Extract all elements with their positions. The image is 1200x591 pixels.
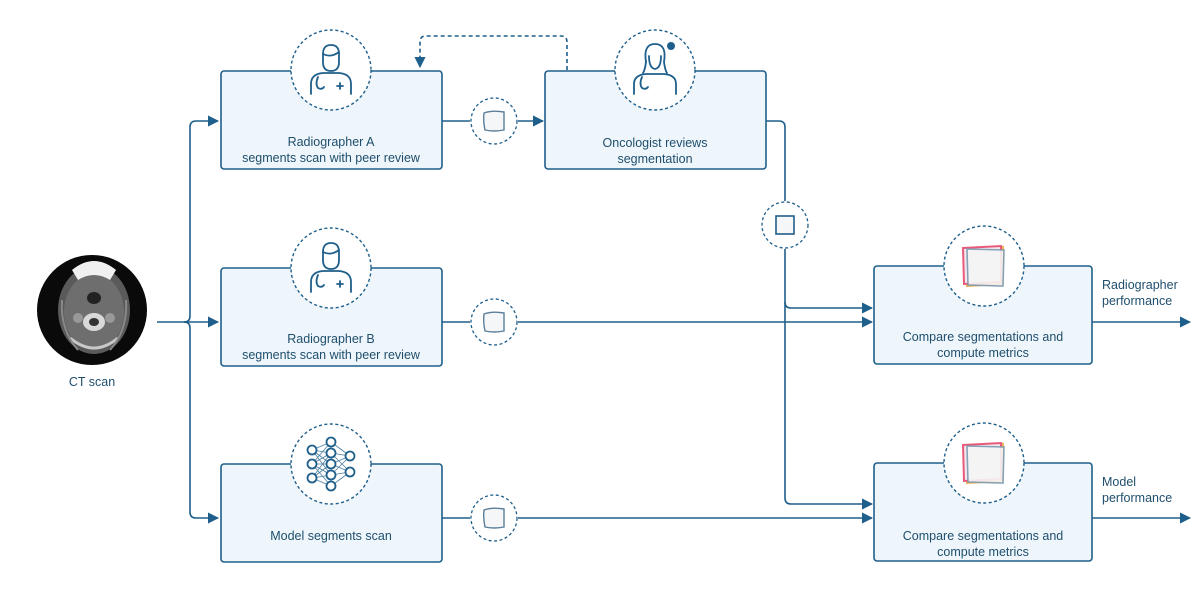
radiographer-icon <box>290 29 372 111</box>
box-compare-bottom-line1: Compare segmentations and <box>903 529 1064 543</box>
neural-network-icon <box>290 423 372 505</box>
output-radiographer-line2: performance <box>1102 294 1172 308</box>
output-radiographer-line1: Radiographer <box>1102 278 1178 292</box>
box-compare-bottom: Compare segmentations and compute metric… <box>873 462 1093 562</box>
box-radiographer-b-line2: segments scan with peer review <box>242 348 421 362</box>
box-radiographer-a-line1: Radiographer A <box>288 135 376 149</box>
connector-split-vertical <box>183 115 220 323</box>
connector-reviewed-down-2 <box>784 302 874 510</box>
radiographer-icon <box>290 227 372 309</box>
box-compare-top: Compare segmentations and compute metric… <box>873 265 1093 365</box>
connector-oncologist-out <box>766 120 786 201</box>
segmentation-mask-icon <box>470 298 518 346</box>
ct-scan-label: CT scan <box>69 375 115 389</box>
comparison-overlay-icon <box>943 422 1025 504</box>
box-model-line1: Model segments scan <box>270 529 392 543</box>
output-model-line2: performance <box>1102 491 1172 505</box>
box-radiographer-a-line2: segments scan with peer review <box>242 151 421 165</box>
connector-feedback-dashed <box>414 35 568 70</box>
comparison-overlay-icon <box>943 225 1025 307</box>
segmentation-mask-icon <box>470 97 518 145</box>
connector-split-lower <box>183 321 220 524</box>
oncologist-icon <box>614 29 696 111</box>
box-oncologist-line1: Oncologist reviews <box>603 136 708 150</box>
connector-reviewed-down <box>784 249 874 314</box>
output-model-line1: Model <box>1102 475 1136 489</box>
box-radiographer-b: Radiographer B segments scan with peer r… <box>220 267 443 367</box>
segmentation-mask-icon <box>470 494 518 542</box>
box-compare-top-line1: Compare segmentations and <box>903 330 1064 344</box>
connectors <box>157 35 1192 524</box>
box-radiographer-b-line1: Radiographer B <box>287 332 375 346</box>
box-compare-bottom-line2: compute metrics <box>937 545 1029 559</box>
segmentation-mask-icon <box>761 201 809 249</box>
box-model: Model segments scan <box>220 463 443 563</box>
box-oncologist: Oncologist reviews segmentation <box>544 70 767 170</box>
box-oncologist-line2: segmentation <box>617 152 692 166</box>
ct-scan: CT scan <box>37 255 147 389</box>
box-compare-top-line2: compute metrics <box>937 346 1029 360</box>
